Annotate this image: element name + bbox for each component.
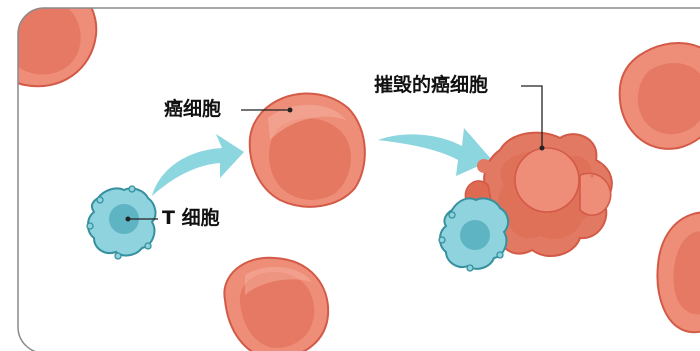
arrow-destroy	[378, 128, 492, 176]
diagram-frame	[17, 7, 700, 351]
label-cancer-cell: 癌细胞	[164, 98, 222, 120]
cancer-cell-bottom-right	[656, 211, 700, 334]
arrow-attack	[152, 134, 244, 196]
label-t-cell: T 细胞	[162, 207, 220, 229]
cancer-cell-bottom	[223, 256, 330, 351]
cancer-cell-top-right	[618, 42, 700, 150]
cancer-cell-main	[241, 92, 366, 208]
t-cell-attacking	[438, 197, 510, 272]
cancer-cell-top-left	[18, 8, 98, 88]
label-destroyed-cancer-cell: 摧毁的癌细胞	[374, 74, 489, 96]
t-cell-main	[86, 185, 158, 260]
